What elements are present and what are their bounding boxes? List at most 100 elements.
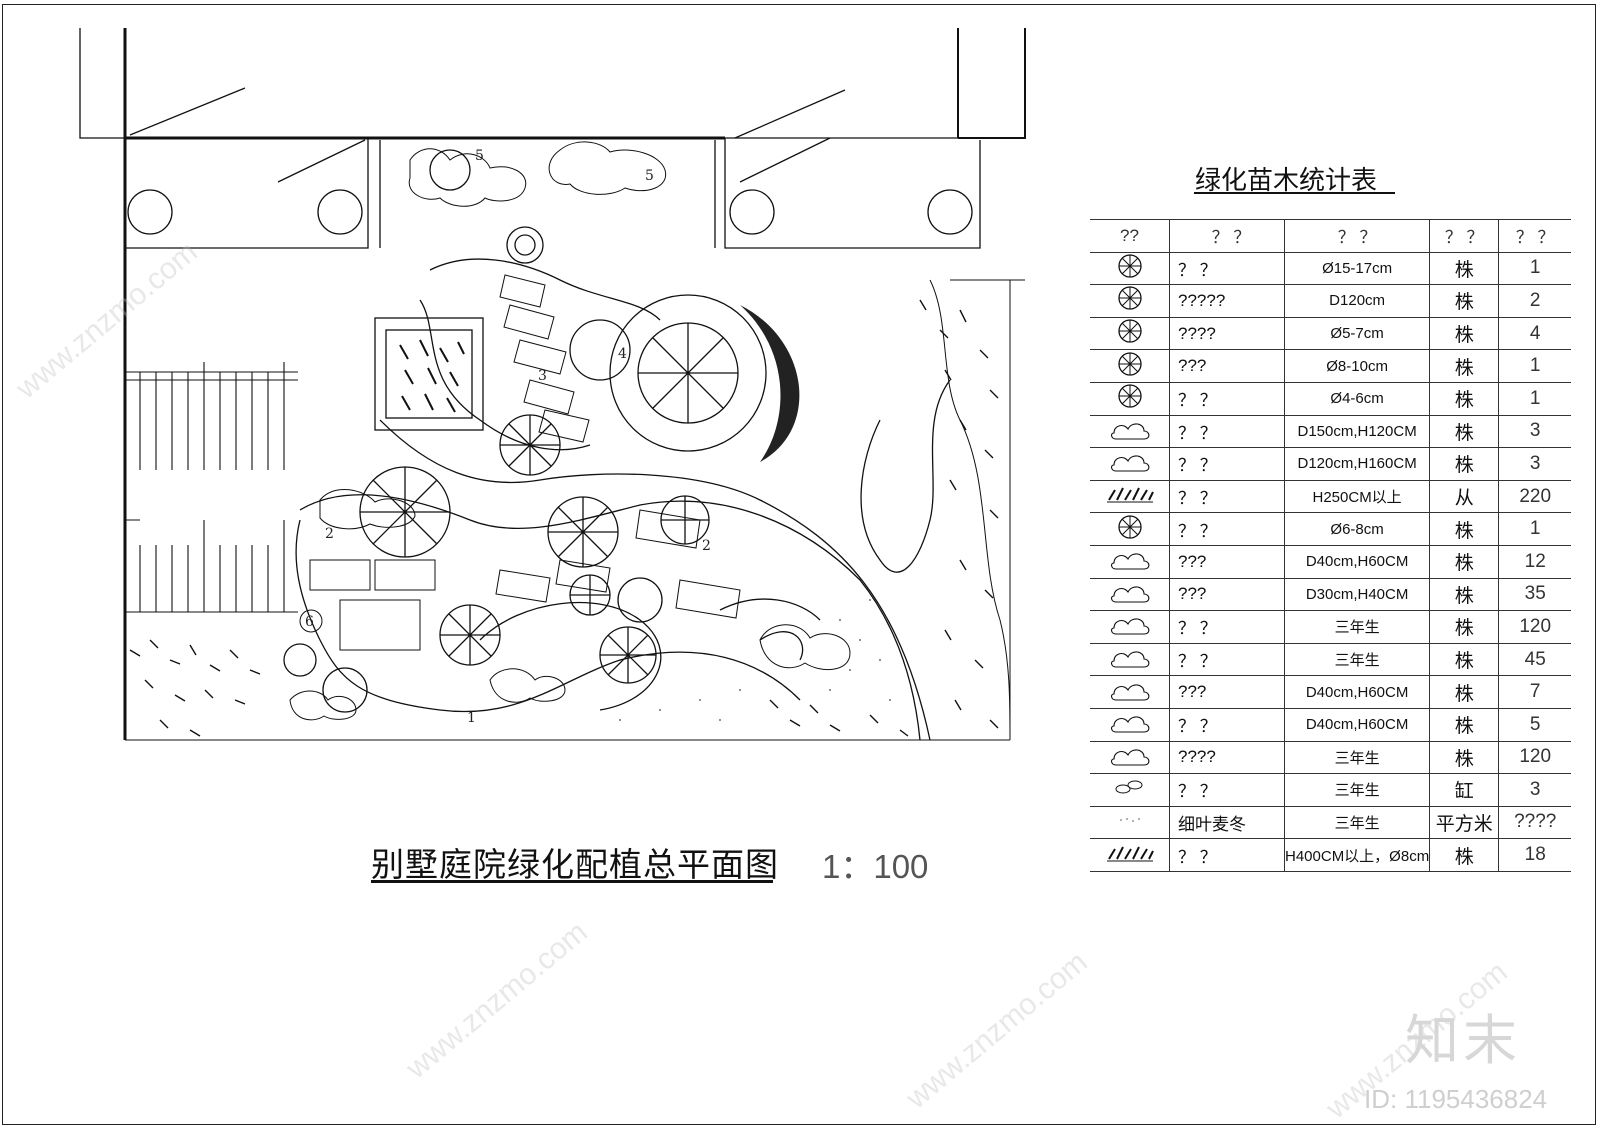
plant-qty-cell: 3	[1498, 447, 1572, 481]
plant-name-cell: ？ ？	[1169, 610, 1285, 644]
plan-title: 别墅庭院绿化配植总平面图	[371, 845, 779, 884]
shrub-masses	[289, 141, 851, 721]
plant-unit-cell: 平方米	[1429, 806, 1499, 840]
plant-unit-cell: 株	[1429, 512, 1499, 546]
plant-qty-cell: 1	[1498, 512, 1572, 546]
plant-spec-cell: Ø8-10cm	[1283, 349, 1430, 383]
plant-unit-cell: 株	[1429, 578, 1499, 612]
header-cell: ？ ？	[1498, 219, 1572, 253]
shrub-symbol-icon	[1090, 708, 1170, 742]
plant-spec-cell: D40cm,H60CM	[1283, 545, 1430, 579]
plant-unit-cell: 株	[1429, 741, 1499, 775]
plant-spec-cell: Ø15-17cm	[1283, 252, 1430, 286]
bamboo-symbol-icon	[1090, 480, 1170, 514]
tree-canopy	[609, 294, 767, 452]
bed-number: 3	[538, 368, 547, 384]
bed-number: 5	[475, 148, 484, 164]
plant-spec-cell: Ø6-8cm	[1283, 512, 1430, 546]
plant-qty-cell: 2	[1498, 284, 1572, 318]
plant-name-cell: ？ ？	[1169, 415, 1285, 449]
plant-name-cell: ????	[1169, 741, 1285, 775]
plant-qty-cell: 1	[1498, 382, 1572, 416]
watermark-logo: 知末	[1405, 1009, 1521, 1072]
plant-spec-cell: Ø5-7cm	[1283, 317, 1430, 351]
shrub-symbol-icon	[1090, 675, 1170, 709]
site-plan: 1 2 2 3 4 5 5 6	[79, 28, 1026, 741]
house-outline	[79, 28, 369, 260]
pillar-circle	[729, 189, 775, 235]
header-cell: ？ ？	[1283, 219, 1430, 253]
plant-qty-cell: 5	[1498, 708, 1572, 742]
header-cell: ？ ？	[1169, 219, 1285, 253]
plant-unit-cell: 株	[1429, 610, 1499, 644]
plant-spec-cell: 三年生	[1283, 643, 1430, 677]
plant-qty-cell: 12	[1498, 545, 1572, 579]
plant-qty-cell: ????	[1498, 806, 1572, 840]
plant-name-cell: ？ ？	[1169, 838, 1285, 872]
plant-unit-cell: 从	[1429, 480, 1499, 514]
plant-unit-cell: 株	[1429, 838, 1499, 872]
plant-qty-cell: 4	[1498, 317, 1572, 351]
plant-name-cell: ？ ？	[1169, 447, 1285, 481]
plant-unit-cell: 株	[1429, 447, 1499, 481]
plant-qty-cell: 7	[1498, 675, 1572, 709]
plant-spec-cell: H250CM以上	[1283, 480, 1430, 514]
plant-spec-cell: 三年生	[1283, 773, 1430, 807]
plant-spec-cell: 三年生	[1283, 806, 1430, 840]
pillar-circle	[127, 189, 173, 235]
plant-spec-cell: D40cm,H60CM	[1283, 675, 1430, 709]
header-cell: ??	[1090, 219, 1170, 253]
plant-name-cell: ???	[1169, 578, 1285, 612]
bed-number: 1	[467, 710, 476, 726]
shrub-symbol-icon	[1090, 578, 1170, 612]
plant-unit-cell: 株	[1429, 708, 1499, 742]
plant-name-cell: ？ ？	[1169, 708, 1285, 742]
plant-qty-cell: 35	[1498, 578, 1572, 612]
plant-name-cell: 细叶麦冬	[1169, 806, 1285, 840]
bed-number: 2	[325, 526, 334, 542]
plant-spec-cell: Ø4-6cm	[1283, 382, 1430, 416]
plant-qty-cell: 1	[1498, 252, 1572, 286]
gravel-texture	[619, 599, 891, 721]
shrub-symbol-icon	[1090, 415, 1170, 449]
plant-spec-cell: D120cm	[1283, 284, 1430, 318]
plant-qty-cell: 18	[1498, 838, 1572, 872]
tree-symbol-icon	[1090, 252, 1170, 286]
bamboo-symbol-icon	[1090, 838, 1170, 872]
tree-symbol-icon	[1090, 512, 1170, 546]
table-title: 绿化苗木统计表	[1195, 166, 1378, 196]
plant-name-cell: ????	[1169, 317, 1285, 351]
table-header-row: ?? ？ ？ ？ ？ ？ ？ ？ ？	[1090, 219, 1572, 253]
shrub-symbol-icon	[1090, 741, 1170, 775]
header-cell: ？ ？	[1429, 219, 1499, 253]
drawing-frame	[2, 4, 1596, 1125]
bed-number: 5	[645, 168, 654, 184]
plant-unit-cell: 株	[1429, 675, 1499, 709]
plant-qty-cell: 3	[1498, 415, 1572, 449]
plant-qty-cell: 220	[1498, 480, 1572, 514]
plant-spec-cell: D120cm,H160CM	[1283, 447, 1430, 481]
plant-unit-cell: 株	[1429, 252, 1499, 286]
shrub-symbol-icon	[1090, 447, 1170, 481]
plant-qty-cell: 120	[1498, 610, 1572, 644]
bed-number: 6	[305, 614, 314, 630]
plant-spec-cell: H400CM以上，Ø8cm	[1283, 838, 1430, 872]
plant-spec-cell: 三年生	[1283, 741, 1430, 775]
table-title-underline	[1194, 192, 1395, 194]
